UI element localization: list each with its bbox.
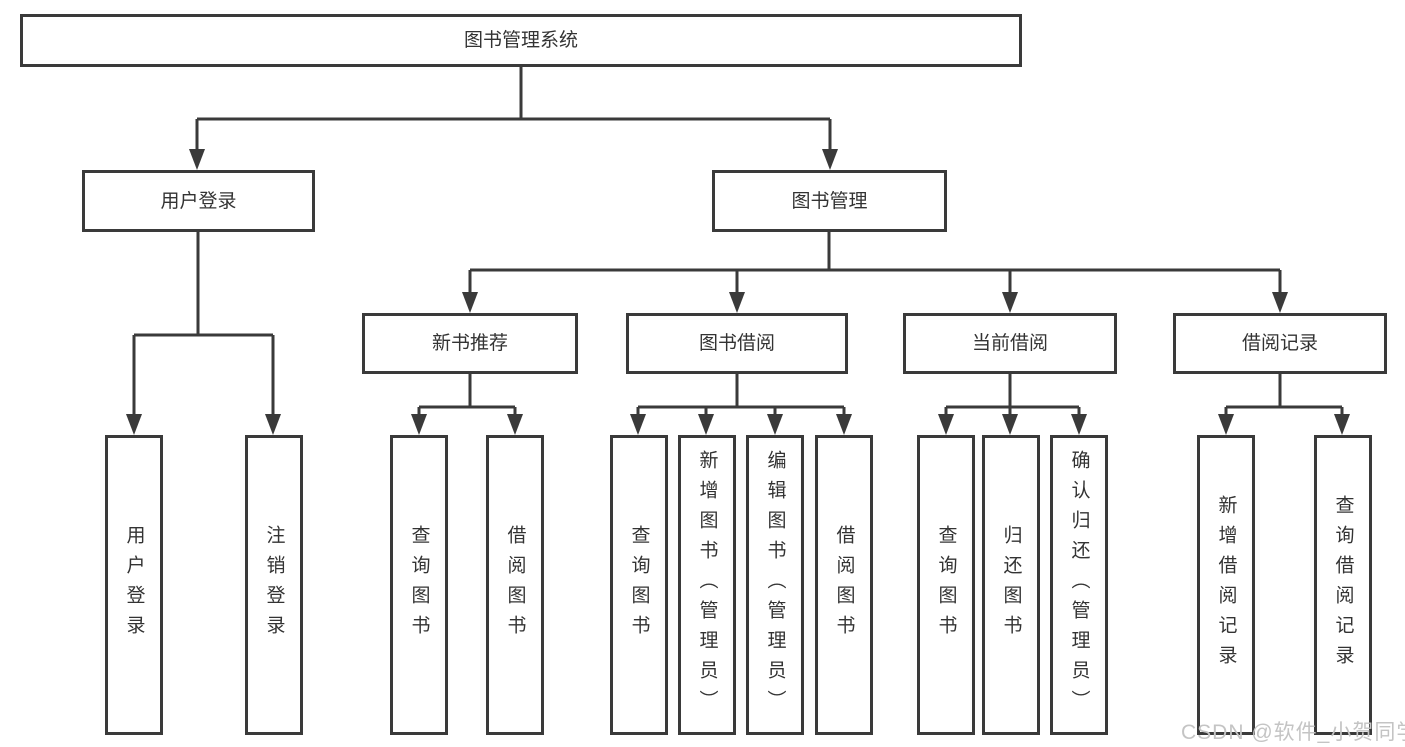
node-borrow-record: 借阅记录 (1173, 313, 1387, 374)
connector-user-login-to-leaves (126, 232, 281, 435)
node-root-system: 图书管理系统 (20, 14, 1022, 67)
node-leaf-confirm-return-admin: 确认归还（管理员） (1050, 435, 1108, 735)
connector-root-to-branches (189, 67, 838, 170)
node-book-borrow: 图书借阅 (626, 313, 848, 374)
node-leaf-borrow-books: 借阅图书 (815, 435, 873, 735)
node-leaf-return-books: 归还图书 (982, 435, 1040, 735)
connector-current-borrow-to-leaves (938, 374, 1087, 435)
node-current-borrow: 当前借阅 (903, 313, 1117, 374)
node-leaf-query-books-borrow: 查询图书 (610, 435, 668, 735)
watermark: CSDN @软件_小贺同学 (1181, 721, 1405, 744)
node-leaf-query-books-current: 查询图书 (917, 435, 975, 735)
node-book-management-branch: 图书管理 (712, 170, 947, 232)
node-leaf-logout: 注销登录 (245, 435, 303, 735)
connector-borrow-record-to-leaves (1218, 374, 1350, 435)
node-leaf-user-login: 用户登录 (105, 435, 163, 735)
node-leaf-add-books-admin: 新增图书（管理员） (678, 435, 736, 735)
connector-new-book-to-leaves (411, 374, 523, 435)
connector-book-borrow-to-leaves (630, 374, 852, 435)
node-leaf-query-books-recommend: 查询图书 (390, 435, 448, 735)
node-leaf-query-borrow-record: 查询借阅记录 (1314, 435, 1372, 735)
node-leaf-borrow-books-recommend: 借阅图书 (486, 435, 544, 735)
node-user-login-branch: 用户登录 (82, 170, 315, 232)
node-leaf-edit-books-admin: 编辑图书（管理员） (746, 435, 804, 735)
node-new-book-recommend: 新书推荐 (362, 313, 578, 374)
connector-book-mgmt-to-mids (462, 232, 1288, 313)
node-leaf-add-borrow-record: 新增借阅记录 (1197, 435, 1255, 735)
